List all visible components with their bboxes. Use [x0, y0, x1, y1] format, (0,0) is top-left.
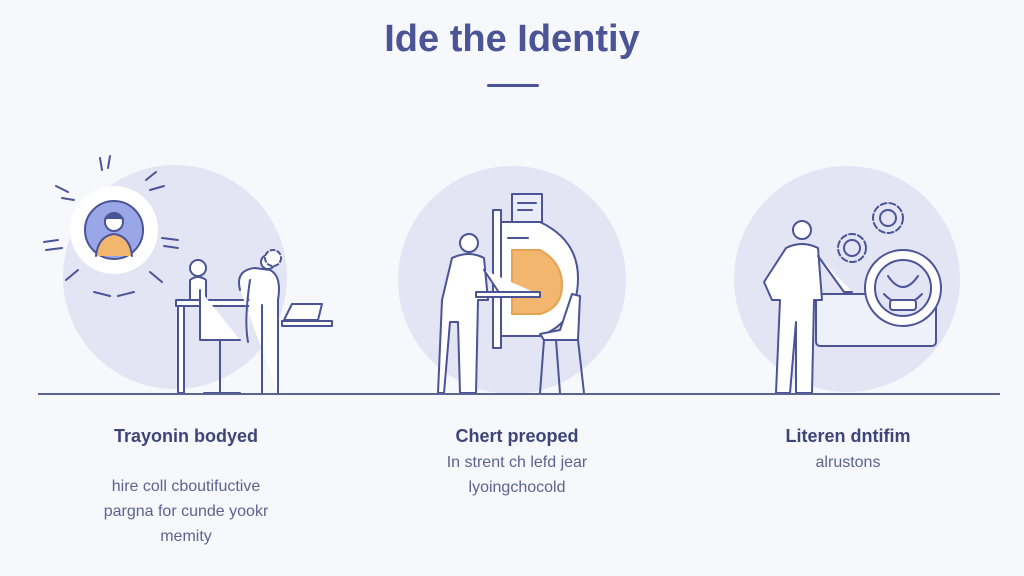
seated-person-icon	[539, 293, 585, 394]
panel-2-illustration	[398, 166, 626, 394]
panel-1-body-line: pargna for cunde yookr	[103, 503, 269, 520]
panel-3-body-line: alrustons	[815, 454, 881, 471]
panel-2-body: In strent ch lefd jear lyoingchocold	[367, 450, 667, 500]
panel-3-title: Literen dntifim	[785, 426, 911, 446]
title-divider	[487, 84, 539, 87]
page-title: Ide the Identiy	[384, 18, 640, 60]
panel-1-body: hire coll cboutifuctive pargna for cunde…	[36, 474, 336, 549]
panel-1-body-line: memity	[160, 528, 212, 545]
panel-1-illustration	[43, 155, 333, 394]
device-icon	[815, 249, 942, 347]
panel-3-illustration	[734, 166, 960, 394]
avatar	[84, 200, 144, 260]
panel-1-title: Trayonin bodyed	[113, 426, 259, 446]
panel-1-body-line: hire coll cboutifuctive	[111, 478, 261, 495]
sparkle-lines-icon	[43, 155, 179, 297]
gear-icon	[837, 202, 904, 263]
panel-1-caption: Trayonin bodyed hire coll cboutifuctive …	[36, 426, 336, 549]
panel-3-caption: Literen dntifim alrustons	[698, 426, 998, 475]
panel-2-body-line: In strent ch lefd jear	[446, 454, 588, 471]
panel-3-body: alrustons	[698, 450, 998, 475]
panel-2-caption: Chert preoped In strent ch lefd jear lyo…	[367, 426, 667, 500]
ground-line	[38, 393, 1000, 395]
presenter-person-icon	[437, 233, 541, 394]
panel-2-body-line: lyoingchocold	[468, 479, 566, 496]
standing-person-icon	[763, 220, 853, 394]
person-at-desk-icon	[175, 249, 333, 394]
panel-2-title: Chert preoped	[455, 426, 579, 446]
